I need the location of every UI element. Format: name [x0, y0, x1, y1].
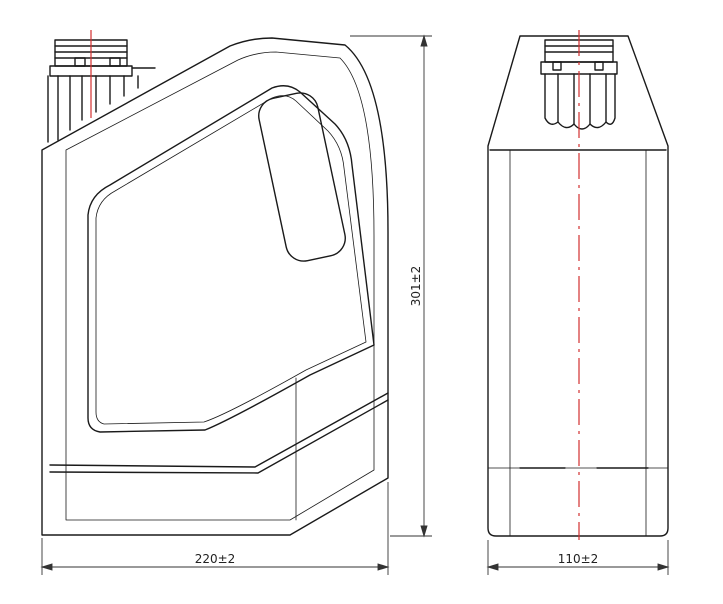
width-dimension-label: 220±2 [195, 552, 236, 566]
side-view-handle-window [258, 92, 346, 262]
dimension-lines [40, 34, 670, 575]
height-dimension-label: 301±2 [409, 266, 423, 307]
side-view [41, 37, 389, 536]
front-view [487, 35, 669, 537]
side-view-inner-outline [65, 51, 375, 521]
side-view-cap [47, 39, 156, 143]
side-view-lower-band-2 [49, 399, 389, 474]
side-view-label-panel [87, 85, 375, 433]
side-view-outer-body [41, 37, 389, 536]
side-view-lower-band-1 [49, 392, 389, 468]
side-view-label-panel-inner [95, 95, 367, 425]
depth-dimension-label: 110±2 [558, 552, 599, 566]
front-view-outer-body [487, 35, 669, 537]
